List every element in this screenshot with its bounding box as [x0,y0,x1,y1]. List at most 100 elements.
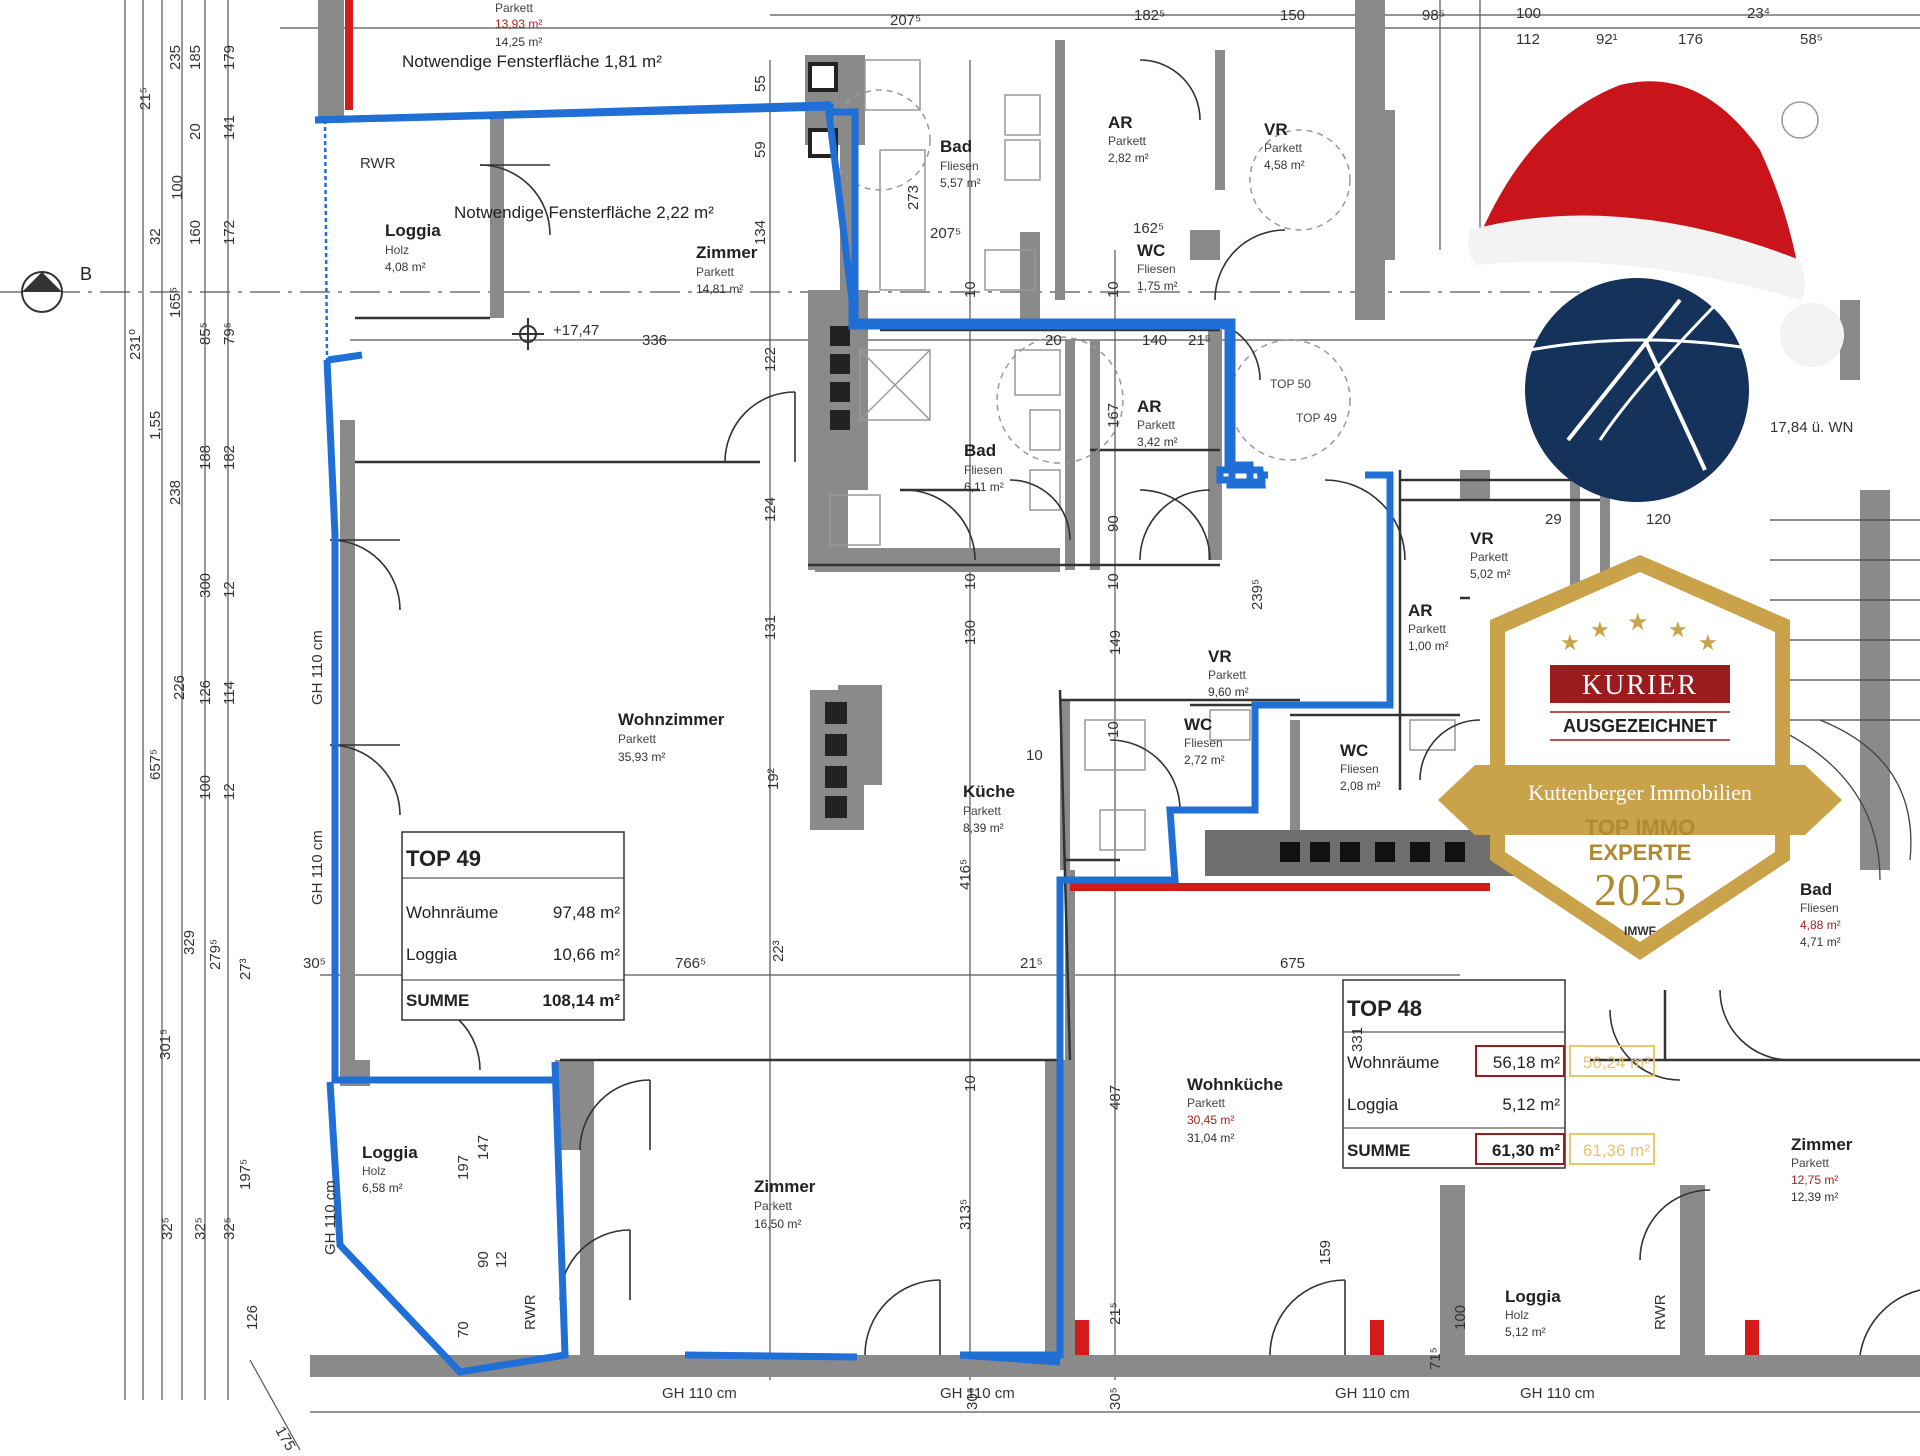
badge-star-icon: ★ [1698,630,1718,655]
svg-text:Bad: Bad [964,441,996,460]
svg-text:1,75 m²: 1,75 m² [1137,279,1178,293]
svg-text:100: 100 [1452,1305,1469,1330]
svg-text:VR: VR [1470,529,1494,548]
svg-text:8,39 m²: 8,39 m² [963,821,1004,835]
unit-outline-bottom-2 [959,1351,1061,1366]
svg-text:Parkett: Parkett [618,732,657,746]
svg-text:Bad: Bad [940,137,972,156]
top48-row-alt: 56,24 m² [1583,1053,1650,1072]
room-ar-mid: AR Parkett 3,42 m² [1137,397,1178,449]
room-zimmer-bottom: Zimmer Parkett 16,50 m² [754,1177,816,1231]
badge-line1: AUSGEZEICHNET [1563,716,1717,736]
svg-text:19²: 19² [765,768,782,790]
svg-text:Zimmer: Zimmer [696,243,758,262]
unit-outline-loggia-edge [323,119,329,361]
svg-text:Fliesen: Fliesen [1184,736,1223,750]
svg-text:416⁵: 416⁵ [957,859,974,890]
top49-title: TOP 49 [406,846,481,871]
svg-text:140: 140 [1142,332,1167,349]
unit-outline-east [960,471,1394,1359]
svg-text:Zimmer: Zimmer [1791,1135,1853,1154]
svg-text:10: 10 [1105,281,1122,298]
svg-text:5,57 m²: 5,57 m² [940,176,981,190]
top49-row-label: Loggia [406,945,458,964]
svg-text:197: 197 [455,1155,472,1180]
svg-text:5,12 m²: 5,12 m² [1505,1325,1546,1339]
top50-label: TOP 50 [1270,377,1311,391]
svg-text:79⁵: 79⁵ [221,322,238,345]
svg-text:273: 273 [905,185,922,210]
gh-left-2: GH 110 cm [309,830,326,905]
room-vr-top: VR Parkett 4,58 m² [1264,120,1305,172]
svg-text:27³: 27³ [237,958,254,980]
svg-text:12: 12 [221,783,238,800]
svg-text:30,45 m²: 30,45 m² [1187,1113,1234,1127]
partitions [355,316,1920,1062]
svg-text:22³: 22³ [770,940,787,962]
svg-text:100: 100 [1516,5,1541,22]
room-wc-mid: WC Fliesen 2,72 m² [1184,715,1225,767]
svg-text:112: 112 [1516,31,1540,48]
svg-text:4,08 m²: 4,08 m² [385,260,426,274]
top48-row-value: 5,12 m² [1502,1095,1560,1114]
svg-text:6,11 m²: 6,11 m² [964,480,1004,494]
svg-text:Holz: Holz [385,243,409,257]
room-wc-top: WC Fliesen 1,75 m² [1137,241,1178,293]
svg-text:98⁵: 98⁵ [1422,7,1445,24]
svg-text:766⁵: 766⁵ [675,955,706,972]
svg-text:147: 147 [475,1135,492,1160]
svg-text:12,39 m²: 12,39 m² [1791,1190,1838,1204]
svg-text:14,81 m²: 14,81 m² [696,282,743,296]
unit-outline-bottom-1 [684,1351,858,1361]
window-area-loggia-note: Notwendige Fensterfläche 2,22 m² [454,203,714,222]
svg-text:Holz: Holz [362,1164,386,1178]
svg-text:231⁰: 231⁰ [127,329,144,360]
unit-outline-west-upper [327,351,363,364]
svg-text:Parkett: Parkett [1264,141,1303,155]
svg-text:90: 90 [1105,515,1122,532]
svg-text:12,75 m²: 12,75 m² [1791,1173,1838,1187]
svg-text:31,04 m²: 31,04 m² [1187,1131,1234,1145]
gh-bottom-3: GH 110 cm [1335,1385,1410,1402]
svg-text:Fliesen: Fliesen [940,159,979,173]
svg-text:32⁵: 32⁵ [159,1217,176,1240]
svg-text:VR: VR [1208,647,1232,666]
top48-row-label: Loggia [1347,1095,1399,1114]
svg-text:141: 141 [221,115,238,140]
svg-text:32⁵: 32⁵ [192,1217,209,1240]
dimension-labels: 207⁵ 182⁵ 150 98⁵ 100 23⁴ 112 92¹ 176 58… [127,5,1823,1454]
doors [329,59,1920,1356]
svg-text:Parkett: Parkett [1137,418,1176,432]
svg-text:1,00 m²: 1,00 m² [1408,639,1449,653]
unit-outline-loggia [326,1061,569,1376]
svg-text:235: 235 [167,45,184,70]
svg-text:4,71 m²: 4,71 m² [1800,935,1841,949]
section-b-label: B [80,264,92,284]
svg-text:301⁵: 301⁵ [157,1029,174,1060]
svg-text:55: 55 [752,75,769,92]
svg-text:32⁵: 32⁵ [221,1217,238,1240]
svg-text:21⁵: 21⁵ [137,87,154,110]
window-area-top-note: Notwendige Fensterfläche 1,81 m² [402,52,662,71]
height-mark-label: +17,47 [553,322,599,339]
top48-title: TOP 48 [1347,996,1422,1021]
svg-text:Zimmer: Zimmer [754,1177,816,1196]
svg-text:179: 179 [221,45,238,70]
rwr-top-label: RWR [360,155,396,172]
svg-text:188: 188 [197,445,214,470]
svg-text:10: 10 [1105,573,1122,590]
room-vr-right: VR Parkett 5,02 m² [1470,529,1511,581]
top48-summary: TOP 48 Wohnräume 56,18 m² 56,24 m² Loggi… [1342,979,1655,1169]
svg-text:Wohnzimmer: Wohnzimmer [618,710,725,729]
svg-text:2,72 m²: 2,72 m² [1184,753,1225,767]
unit-outline-west [323,359,555,1084]
svg-text:160: 160 [187,220,204,245]
svg-text:197⁵: 197⁵ [237,1159,254,1190]
room-wohnkueche: Wohnküche Parkett 30,45 m² 31,04 m² [1187,1075,1283,1145]
svg-text:Parkett: Parkett [495,1,534,15]
svg-text:VR: VR [1264,120,1288,139]
svg-text:Holz: Holz [1505,1308,1529,1322]
svg-text:120: 120 [1646,511,1671,528]
